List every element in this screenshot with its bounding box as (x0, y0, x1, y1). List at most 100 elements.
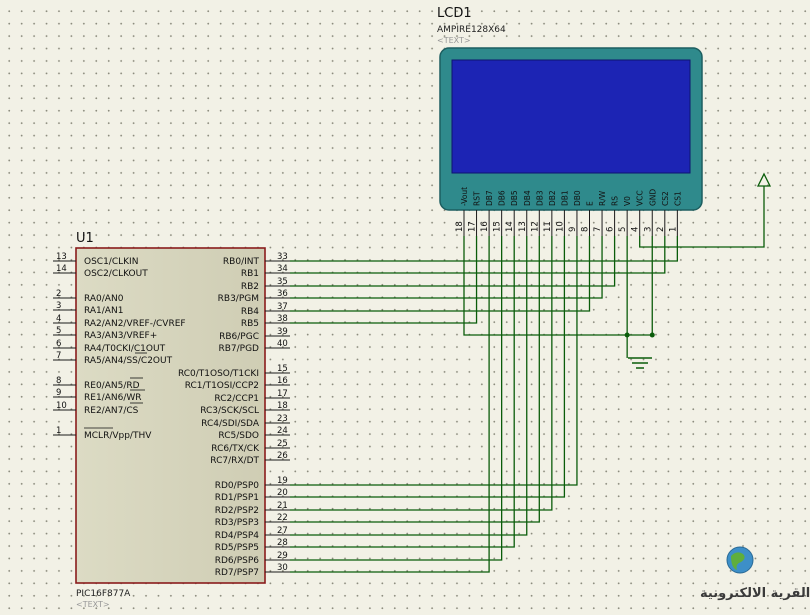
lcd-pin[interactable]: RS6 (606, 196, 620, 236)
pin-number: 9 (56, 388, 61, 398)
lcd-pin[interactable]: DB7 16 (480, 190, 494, 236)
pin-label: MCLR/Vpp/THV (84, 431, 152, 441)
pin-label: RD1/PSP1 (215, 493, 259, 503)
lcd-pin-label: GND (648, 189, 657, 206)
pin-number: 16 (277, 376, 288, 386)
lcd-pin-number: 10 (555, 221, 565, 232)
pin-number: 8 (56, 376, 61, 386)
pin-number: 3 (56, 301, 61, 311)
pin-label: OSC1/CLKIN (84, 257, 138, 267)
pin-label: RD6/PSP6 (215, 556, 260, 566)
pin-label: RA0/AN0 (84, 294, 124, 304)
lcd-pin-number: 16 (480, 221, 490, 232)
lcd1[interactable]: LCD1 AMPIRE128X64 <TEXT> -Vout18RST17DB7… (437, 6, 703, 236)
lcd-pin[interactable]: V05 (618, 196, 632, 236)
lcd-pin-number: 14 (505, 221, 515, 232)
pin-label: RD7/PSP7 (215, 568, 259, 578)
lcd-pin-label: E (586, 201, 595, 206)
pin-label: RB6/PGC (219, 332, 259, 342)
pin-label: RD3/PSP3 (215, 518, 259, 528)
mcu-body[interactable] (75, 247, 266, 584)
lcd-pin-label: VCC (636, 190, 645, 206)
lcd-pin-number: 8 (581, 227, 591, 232)
lcd-pin-label: DB7 (485, 190, 494, 206)
pin-number: 22 (277, 513, 288, 523)
pin-label: RB1 (241, 269, 259, 279)
lcd-screen (451, 59, 691, 174)
mcu-ref: U1 (76, 231, 94, 246)
lcd-pin[interactable]: R/W7 (593, 190, 607, 236)
lcd-pin[interactable]: E8 (581, 201, 595, 236)
pin-label: OSC2/CLKOUT (84, 269, 148, 279)
pin-label: RA1/AN1 (84, 306, 123, 316)
lcd-pin-number: 6 (606, 227, 616, 232)
pin-number: 5 (56, 326, 61, 336)
lcd-pin-label: R/W (598, 190, 607, 206)
power-terminal[interactable] (756, 172, 772, 187)
pin-number: 36 (277, 289, 288, 299)
pin-label: RE1/AN6/WR (84, 393, 142, 403)
pin-number: 10 (56, 401, 67, 411)
pin-number: 14 (56, 264, 67, 274)
ground-terminal[interactable] (628, 357, 652, 369)
pin-number: 29 (277, 551, 288, 561)
pin-number: 7 (56, 351, 61, 361)
pin-label: RB0/INT (223, 257, 260, 267)
pin-label: RC2/CCP1 (214, 394, 259, 404)
pin-label: RB2 (241, 282, 259, 292)
lcd-pin-number: 12 (530, 221, 540, 232)
lcd-pin-label: DB2 (548, 190, 557, 206)
